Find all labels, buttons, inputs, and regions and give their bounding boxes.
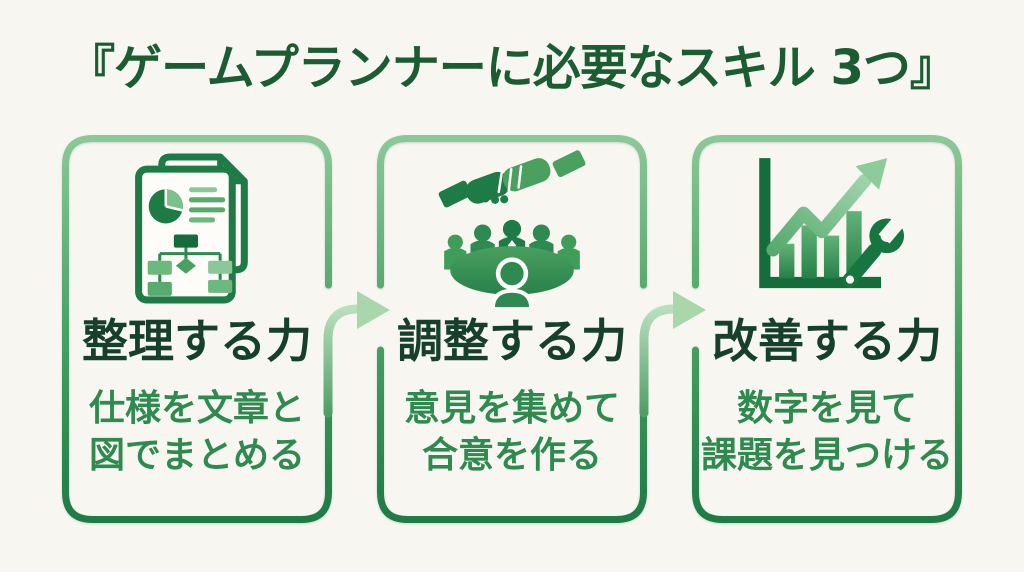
skill-card-organize: 整理する力 仕様を文章と 図でまとめる [62, 135, 332, 523]
card-description: 数字を見て 課題を見つける [701, 386, 953, 480]
card-description-line: 仕様を文章と [88, 388, 305, 429]
document-chart-icon [135, 153, 248, 304]
handshake-meeting-icon [438, 150, 586, 309]
card-heading: 調整する力 [397, 314, 627, 368]
card-description-line: 図でまとめる [88, 434, 305, 476]
wrench-glyph [842, 214, 905, 288]
card-description: 意見を集めて 合意を作る [404, 386, 620, 480]
skill-card-improve: 改善する力 数字を見て 課題を見つける [692, 135, 962, 523]
card-description: 仕様を文章と 図でまとめる [89, 386, 305, 480]
card-border [62, 135, 332, 523]
skill-card-coordinate: 調整する力 意見を集めて 合意を作る [377, 135, 647, 523]
card-heading: 改善する力 [712, 314, 942, 368]
card-description-line: 意見を集めて [403, 388, 620, 429]
chart-wrench-icon [759, 158, 905, 289]
card-heading: 整理する力 [82, 314, 312, 368]
card-border [692, 135, 962, 523]
card-description-line: 合意を作る [421, 434, 602, 476]
page-title: 『ゲームプランナーに必要なスキル 3つ』 [67, 40, 958, 96]
card-description-line: 課題を見つける [700, 434, 953, 476]
card-description-line: 数字を見て [736, 388, 917, 429]
card-border [377, 135, 647, 523]
